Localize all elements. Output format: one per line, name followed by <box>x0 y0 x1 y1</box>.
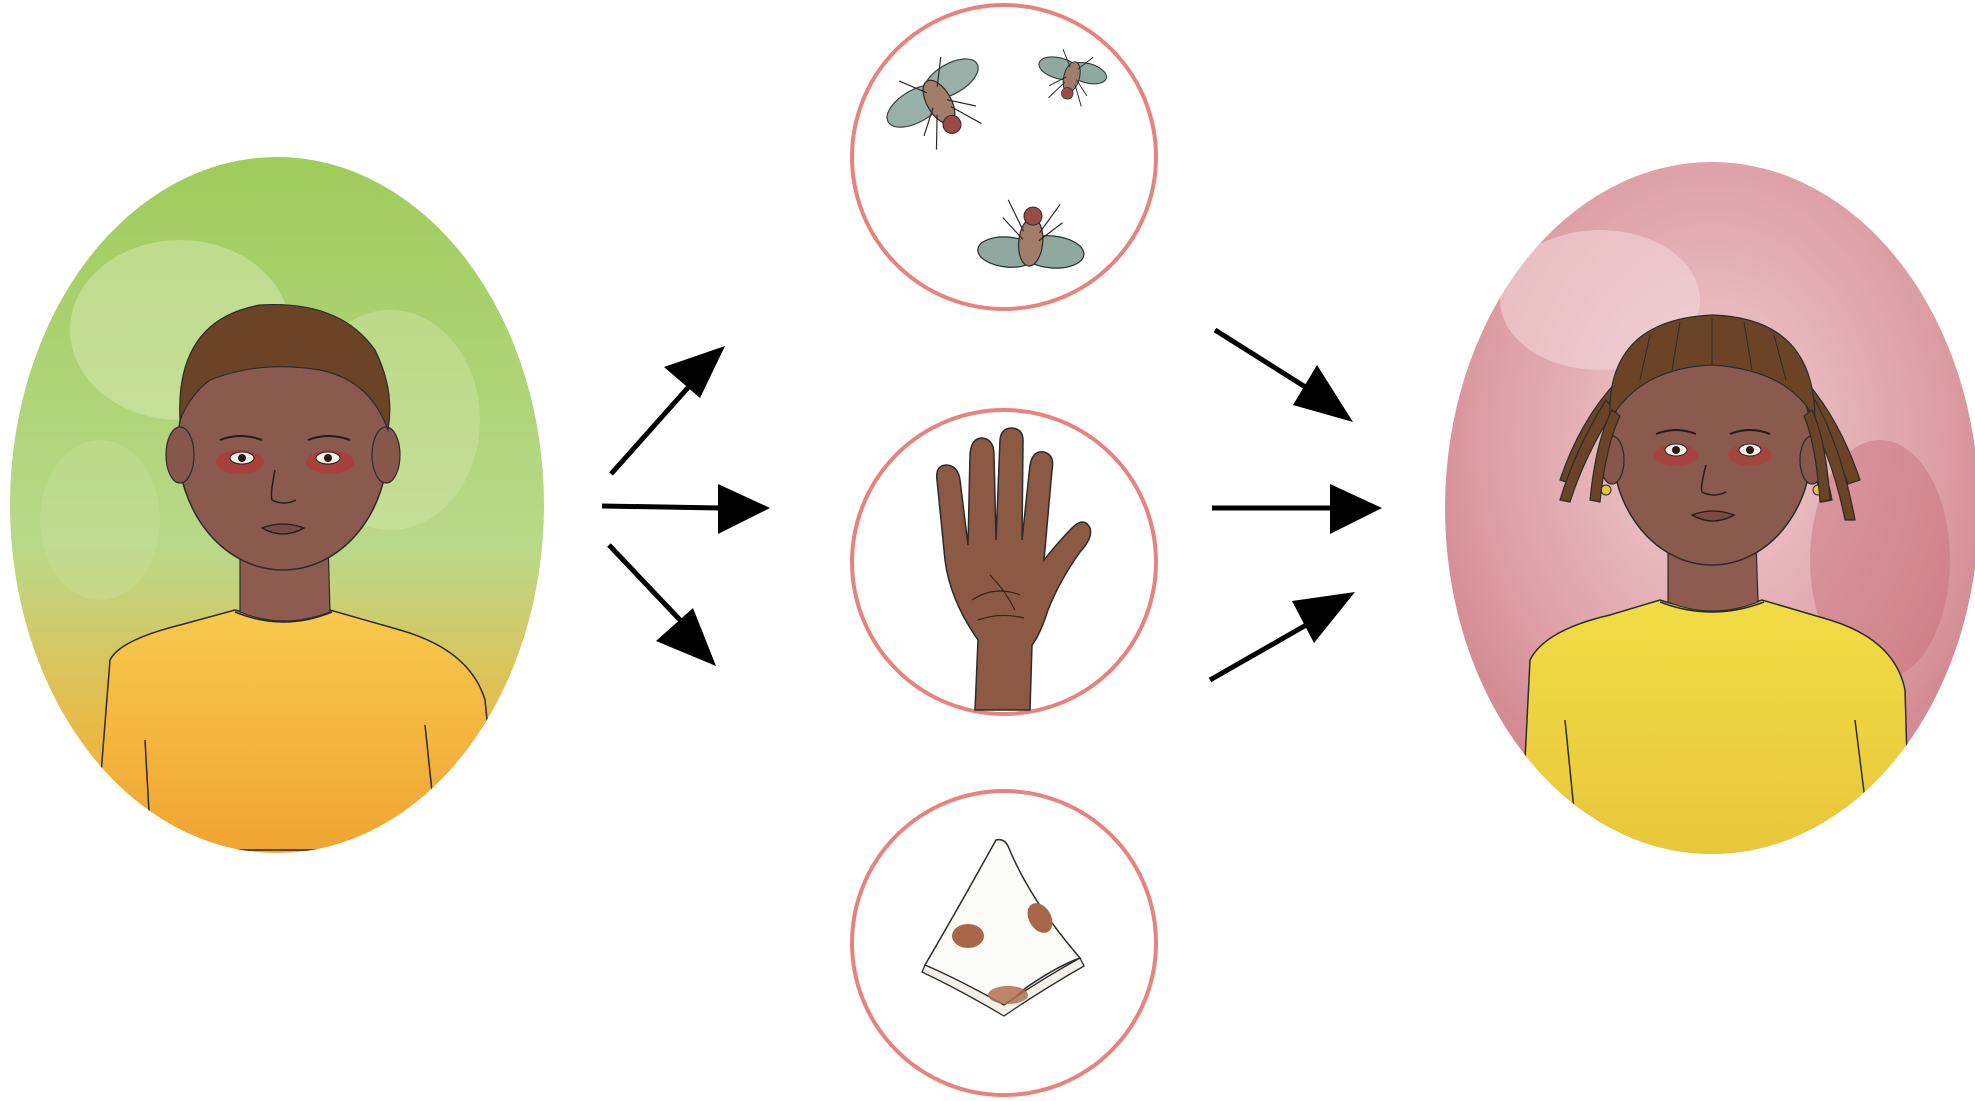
arrow-from-cloth <box>1210 592 1355 680</box>
arrow-to-cloth <box>609 545 716 666</box>
arrows-out-from-child <box>602 346 770 666</box>
arrows-into-new-child <box>1210 330 1382 680</box>
stain <box>952 924 984 948</box>
new-infection-portrait <box>1440 155 1975 865</box>
yellow-shirt <box>1520 600 1910 860</box>
arrow-from-flies <box>1215 330 1353 422</box>
flies-circle <box>852 5 1156 309</box>
hand-circle <box>852 410 1156 714</box>
arrow-to-flies <box>611 346 725 474</box>
infected-child-portrait <box>0 150 560 870</box>
arrow-to-hand <box>602 484 770 534</box>
arrow-from-hand <box>1212 484 1382 534</box>
earring <box>1601 485 1611 495</box>
orange-shirt <box>95 610 500 850</box>
cloth-circle <box>852 791 1156 1095</box>
